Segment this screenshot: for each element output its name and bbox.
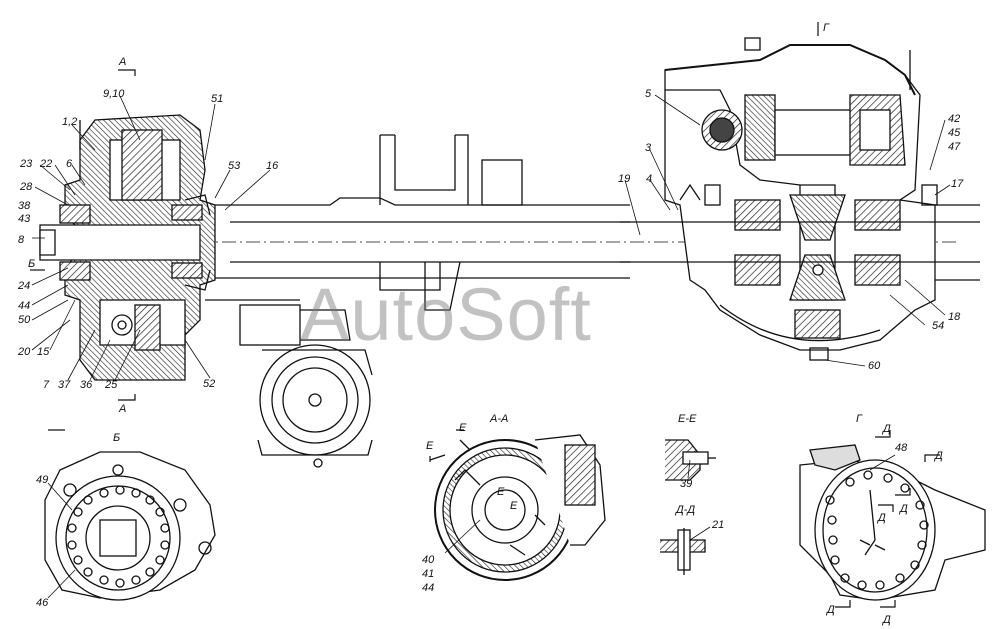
half-shafts <box>620 183 980 281</box>
callout-43: 43 <box>18 213 31 225</box>
cut-mark-e-4: Е <box>510 500 518 512</box>
callout-7: 7 <box>43 379 50 391</box>
callout-9-10: 9,10 <box>103 88 125 100</box>
callout-5: 5 <box>645 88 652 100</box>
callout-21: 21 <box>712 519 725 531</box>
callout-38: 38 <box>18 200 31 212</box>
callout-18: 18 <box>948 311 961 323</box>
callout-51: 51 <box>211 93 224 105</box>
section-ee-title: Е-Е <box>678 413 697 425</box>
callout-17: 17 <box>951 178 964 190</box>
callout-20: 20 <box>18 346 31 358</box>
callout-47: 47 <box>948 141 961 153</box>
cut-mark-g: Г <box>823 22 829 34</box>
callout-15: 15 <box>37 346 50 358</box>
section-dd-view <box>660 528 706 575</box>
cut-mark-d-3: Д <box>900 503 908 515</box>
callout-48: 48 <box>895 442 908 454</box>
cut-mark-e-3: Е <box>497 486 505 498</box>
callout-24: 24 <box>18 280 31 292</box>
cut-mark-d-4: Д <box>878 512 886 524</box>
wheel-hub <box>39 114 216 381</box>
cut-mark-a-bottom: А <box>119 403 127 415</box>
callout-40: 40 <box>422 554 435 566</box>
callout-54: 54 <box>932 320 945 332</box>
cut-mark-d-5: Д <box>827 604 835 616</box>
spring-bracket <box>379 134 523 311</box>
callout-4: 4 <box>646 173 653 185</box>
callout-36: 36 <box>80 379 93 391</box>
callout-44-aa: 44 <box>422 582 435 594</box>
leader-lines <box>31 94 951 599</box>
brake-chamber <box>239 304 373 468</box>
section-b-view <box>44 429 216 601</box>
callout-49: 49 <box>36 474 49 486</box>
view-g-title: Г <box>856 413 862 425</box>
callout-1-2: 1,2 <box>62 116 78 128</box>
cut-mark-b: Б <box>28 258 36 270</box>
callout-44: 44 <box>18 300 31 312</box>
callout-60: 60 <box>868 360 881 372</box>
callout-41: 41 <box>422 568 435 580</box>
callout-16: 16 <box>266 160 279 172</box>
section-b-title: Б <box>113 432 121 444</box>
callout-8: 8 <box>18 234 25 246</box>
view-g <box>799 444 986 601</box>
cut-mark-d-6: Д <box>883 614 891 626</box>
callout-28: 28 <box>20 181 33 193</box>
callout-45: 45 <box>948 127 961 139</box>
callout-46: 46 <box>36 597 49 609</box>
callout-22: 22 <box>40 158 53 170</box>
section-aa-view <box>429 434 606 581</box>
cut-mark-e-1: Е <box>426 440 434 452</box>
callout-23: 23 <box>20 158 33 170</box>
section-aa-title: А-А <box>490 413 509 425</box>
callout-52: 52 <box>203 378 216 390</box>
section-ee-view <box>665 439 716 481</box>
cut-mark-d-2: Д <box>935 450 943 462</box>
callout-6: 6 <box>66 158 73 170</box>
callout-3: 3 <box>645 142 652 154</box>
callout-25: 25 <box>105 379 118 391</box>
section-dd-title: Д-Д <box>676 504 696 516</box>
cut-mark-e-2: Е <box>459 422 467 434</box>
callout-37: 37 <box>58 379 71 391</box>
cut-mark-a-top: А <box>119 56 127 68</box>
callout-50: 50 <box>18 314 31 326</box>
callout-19: 19 <box>618 173 631 185</box>
callout-42: 42 <box>948 113 961 125</box>
cut-marks <box>30 22 940 608</box>
watermark: AutoSoft <box>300 273 592 356</box>
cut-mark-d-1: Д <box>883 423 891 435</box>
main-gear-housing <box>664 37 936 361</box>
callout-39: 39 <box>680 478 693 490</box>
callout-53: 53 <box>228 160 241 172</box>
